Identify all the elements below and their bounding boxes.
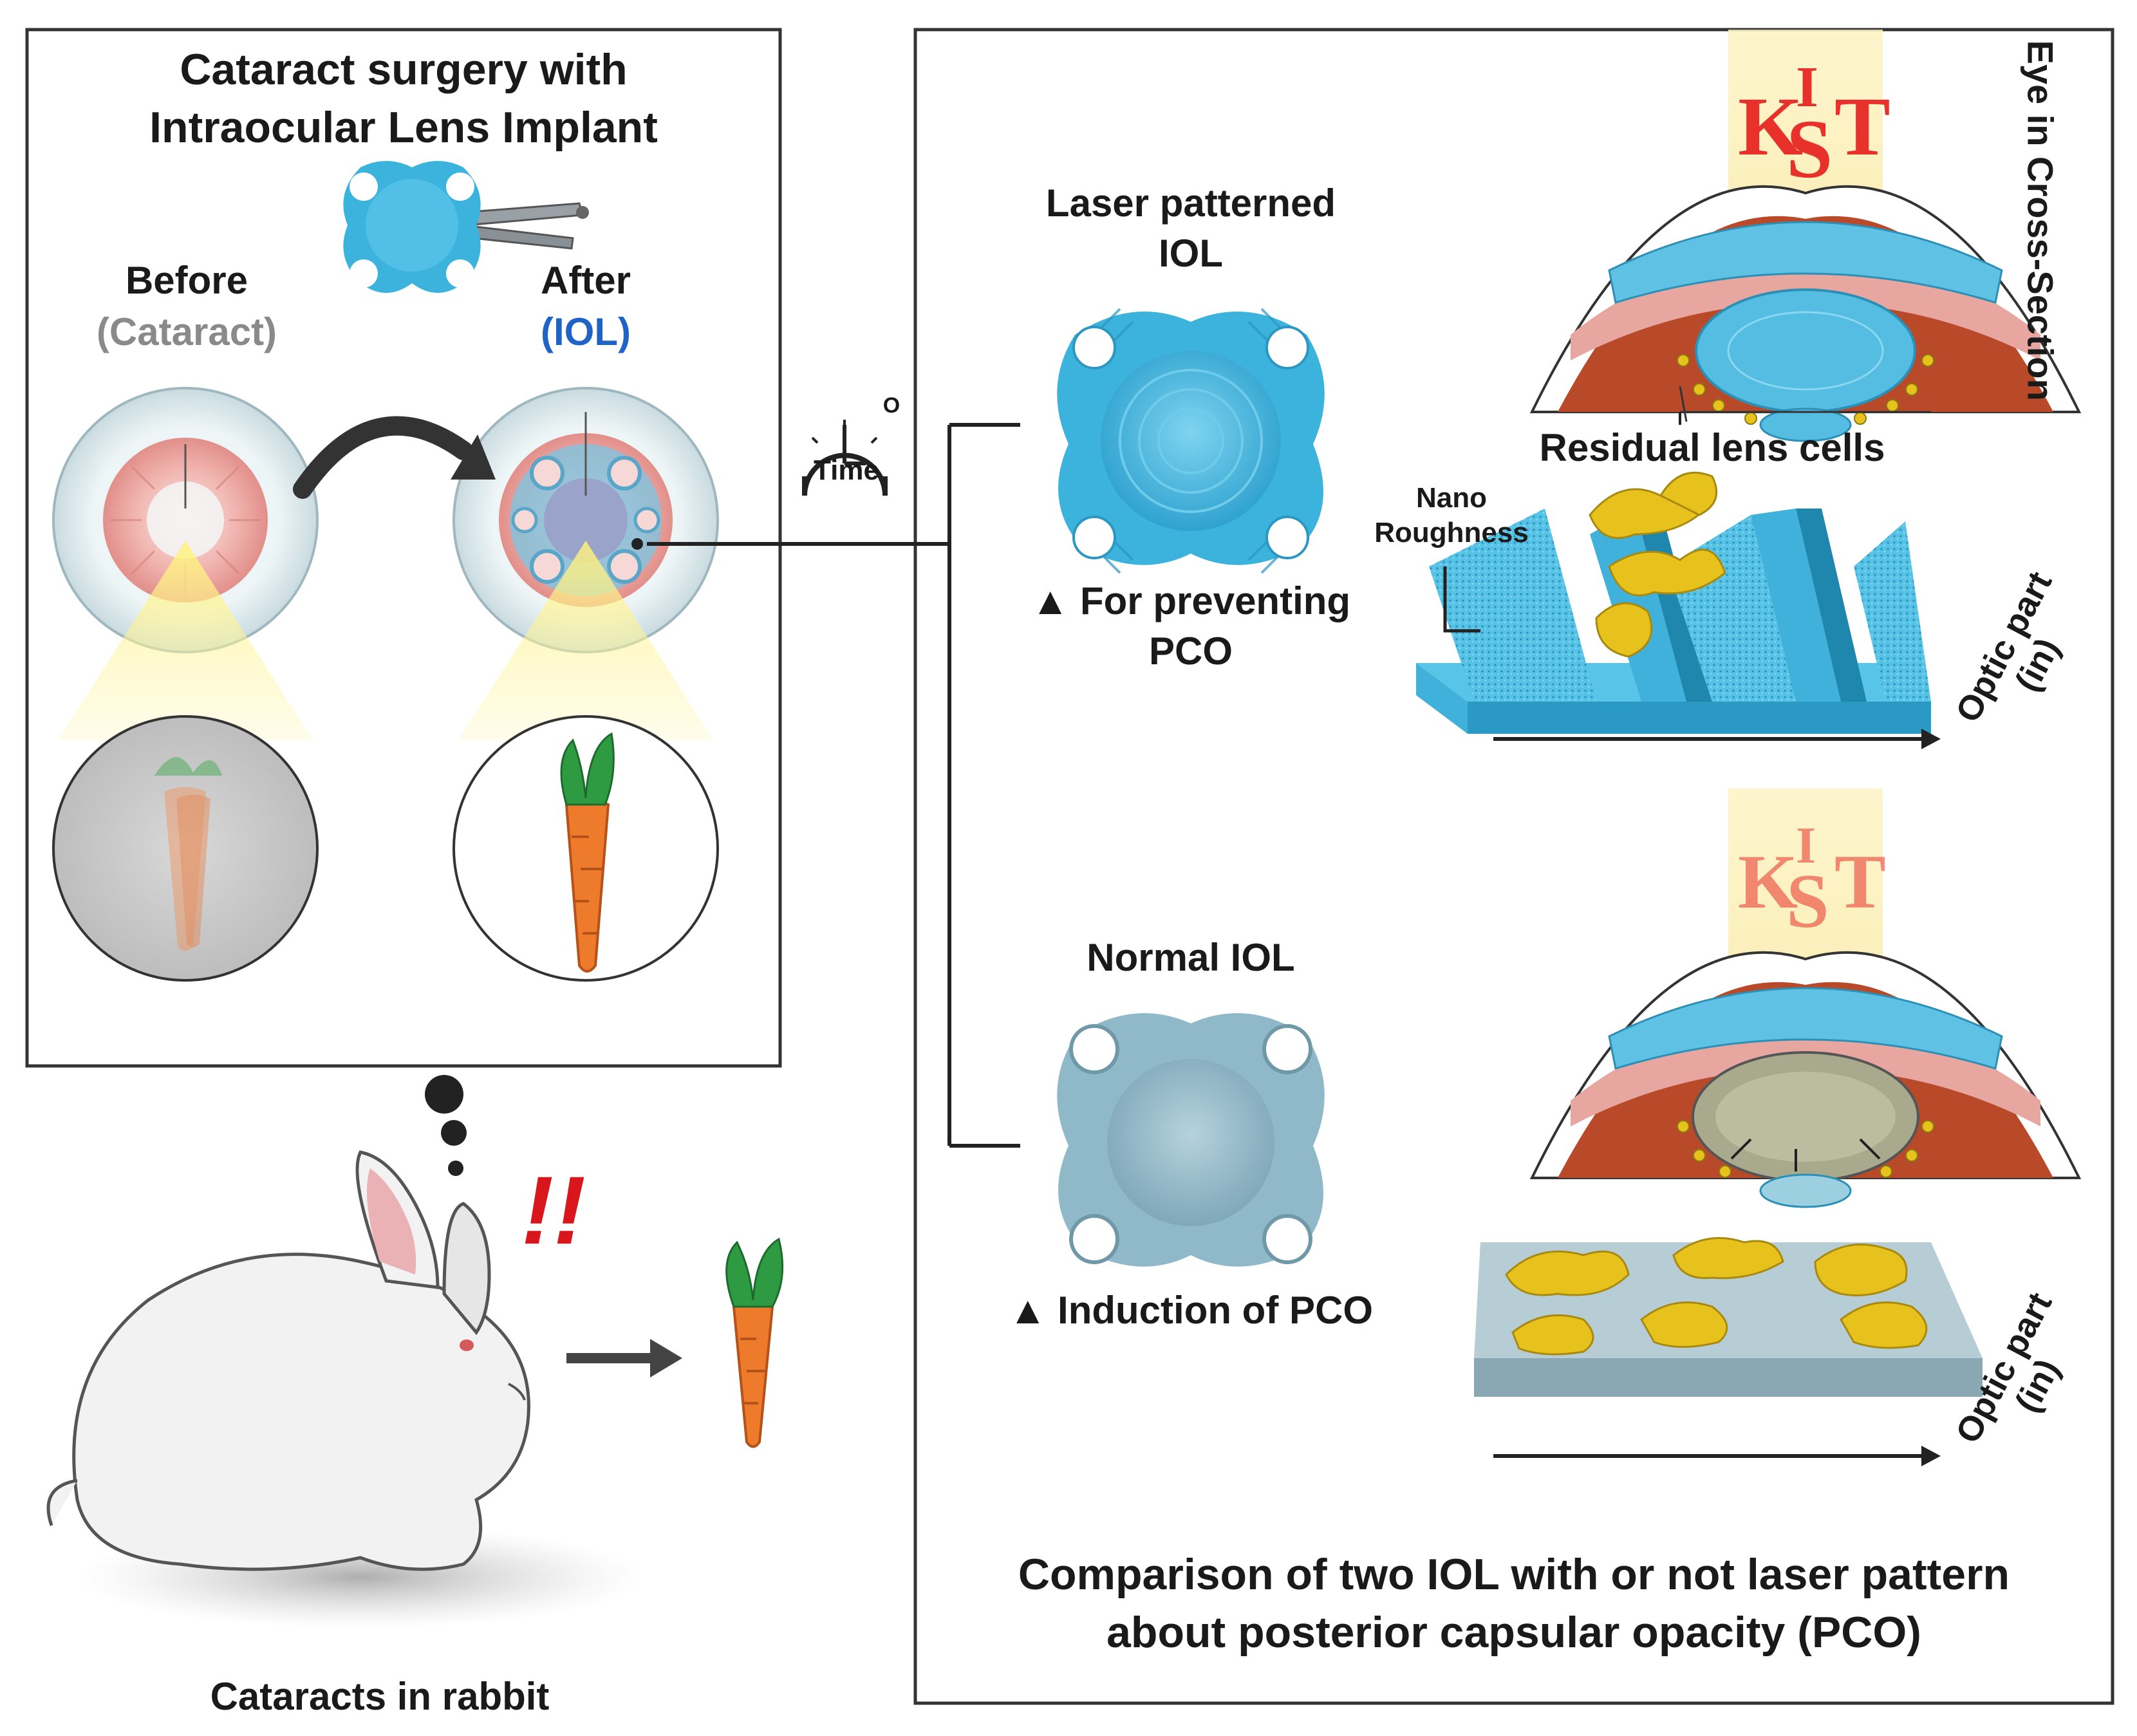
kist-logo-bottom: K I S T <box>1738 817 1886 944</box>
svg-text:T: T <box>1834 80 1890 173</box>
svg-text:T: T <box>1834 839 1886 924</box>
normal-iol-title: Normal IOL <box>1087 936 1295 979</box>
laser-caption-line2: PCO <box>1148 630 1233 673</box>
left-panel-title-line2: Intraocular Lens Implant <box>149 103 658 152</box>
iol-implant-icon <box>343 161 481 293</box>
clear-carrot-icon <box>560 732 615 973</box>
connector-lines <box>647 423 1020 1148</box>
nano-roughness-line2: Roughness <box>1374 517 1529 548</box>
comparison-caption-line1: Comparison of two IOL with or not laser … <box>1018 1550 2010 1599</box>
time-degree: O <box>882 393 901 418</box>
eye-cross-section-title: Eye in Cross-Section <box>2020 40 2061 401</box>
svg-text:K: K <box>1738 839 1798 924</box>
time-label: Time <box>814 454 879 486</box>
before-light-cone <box>58 541 313 740</box>
optic-arrowhead-bottom <box>1921 1446 1941 1466</box>
laser-iol-title-line2: IOL <box>1159 232 1223 275</box>
normal-iol-illustration <box>1057 1013 1325 1267</box>
before-label: Before <box>125 259 248 302</box>
after-eye-illustration <box>453 387 719 653</box>
after-label: After <box>540 259 631 302</box>
svg-text:I: I <box>1796 55 1818 119</box>
left-panel-frame <box>25 28 782 1068</box>
after-light-cone <box>458 541 713 740</box>
before-eye-illustration <box>52 387 319 653</box>
before-sublabel: (Cataract) <box>96 310 277 353</box>
rabbit-carrot-icon <box>725 1237 784 1448</box>
transition-arrow <box>293 416 473 499</box>
left-panel-title-line1: Cataract surgery with <box>180 45 628 94</box>
before-vision-circle <box>52 715 319 982</box>
patterned-optic-surface <box>1416 471 1931 734</box>
rabbit-to-carrot-arrowhead <box>650 1339 682 1377</box>
svg-text:K: K <box>1738 80 1803 173</box>
transition-arrowhead <box>451 434 496 480</box>
optic-arrowhead-top <box>1921 729 1941 749</box>
normal-caption: ▲ Induction of PCO <box>1009 1289 1373 1332</box>
thought-bubbles <box>425 1075 467 1176</box>
laser-caption-line1: ▲ For preventing <box>1031 579 1351 622</box>
blurred-carrot-icon <box>154 757 222 951</box>
kist-logo-top: K I S T <box>1738 55 1890 196</box>
time-clock-icon <box>802 420 888 496</box>
laser-iol-title-line1: Laser patterned <box>1045 182 1336 225</box>
nano-roughness-line1: Nano <box>1416 482 1487 514</box>
eye-cross-section-top <box>1529 30 2082 442</box>
svg-text:S: S <box>1786 858 1829 944</box>
exclamation-marks: !! <box>521 1156 586 1264</box>
rabbit-illustration <box>46 1150 644 1629</box>
after-sublabel: (IOL) <box>541 310 631 353</box>
right-panel-frame <box>913 28 2114 1705</box>
rabbit-caption: Cataracts in rabbit <box>210 1675 550 1718</box>
nano-roughness-pointer <box>1443 566 1480 633</box>
eye-cross-section-bottom <box>1529 789 2082 1208</box>
normal-optic-surface <box>1474 1237 1983 1397</box>
comparison-caption-line2: about posterior capsular opacity (PCO) <box>1106 1608 1921 1657</box>
residual-cells-label: Residual lens cells <box>1539 426 1885 469</box>
laser-patterned-iol-illustration <box>1057 308 1325 574</box>
svg-text:S: S <box>1786 103 1833 196</box>
svg-text:I: I <box>1796 817 1816 874</box>
